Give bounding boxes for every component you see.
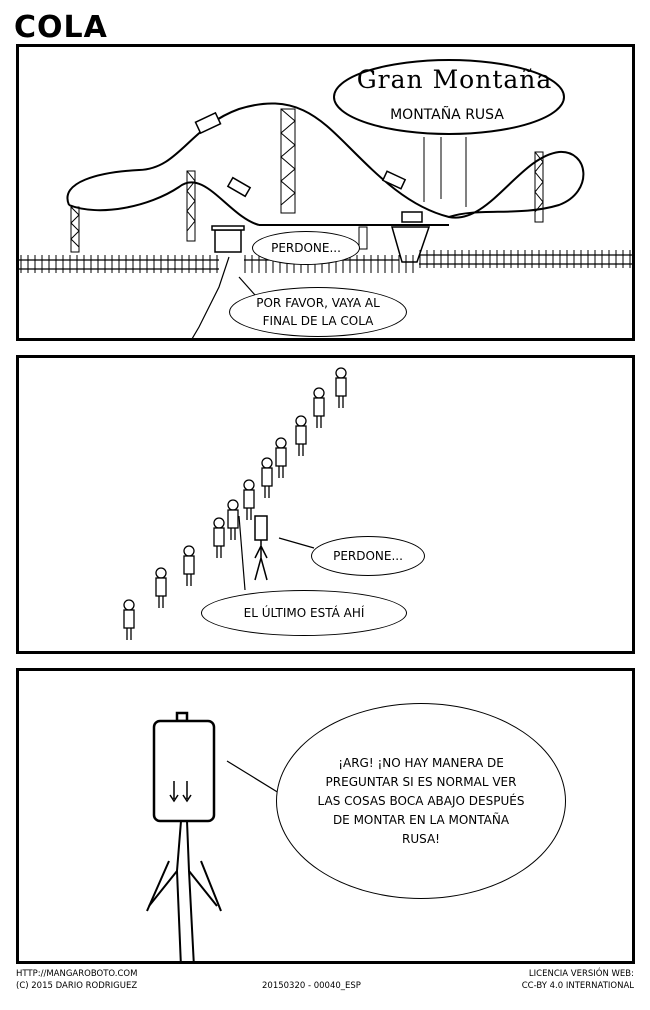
footer-license: CC-BY 4.0 INTERNATIONAL — [521, 981, 634, 991]
panel-1: Gran Montaña MONTAÑA RUSA PERDONE... POR… — [16, 44, 635, 341]
footer-left: HTTP://MANGAROBOTO.COM (C) 2015 DARIO RO… — [16, 968, 137, 992]
queue-person — [123, 599, 135, 640]
queue-person — [261, 457, 273, 498]
speech-bubble-go-to-end: POR FAVOR, VAYA AL FINAL DE LA COLA — [229, 287, 407, 337]
queue-person — [335, 367, 347, 408]
queue-person — [295, 415, 307, 456]
panel-1-drawing — [19, 59, 632, 338]
queue-person — [227, 499, 239, 540]
footer-license-label: LICENCIA VERSIÓN WEB: — [528, 969, 634, 979]
queue-person — [183, 545, 195, 586]
panel-3: ¡ARG! ¡NO HAY MANERA DE PREGUNTAR SI ES … — [16, 668, 635, 964]
queue-person — [243, 479, 255, 520]
queue-person — [213, 517, 225, 558]
speech-bubble-last-one-there: EL ÚLTIMO ESTÁ AHÍ — [201, 590, 407, 636]
queue-person — [313, 387, 325, 428]
speech-bubble-excuse-2: PERDONE... — [311, 536, 425, 576]
panel-3-drawing — [146, 711, 280, 961]
queue-person — [275, 437, 287, 478]
footer-right: LICENCIA VERSIÓN WEB: CC-BY 4.0 INTERNAT… — [522, 968, 634, 992]
coaster-sign-subtitle: MONTAÑA RUSA — [390, 107, 504, 123]
footer-copyright: (C) 2015 DARIO RODRIGUEZ — [16, 981, 138, 991]
speech-bubble-arg: ¡ARG! ¡NO HAY MANERA DE PREGUNTAR SI ES … — [276, 703, 566, 899]
panel-2: PERDONE... EL ÚLTIMO ESTÁ AHÍ — [16, 355, 635, 654]
footer-url[interactable]: HTTP://MANGAROBOTO.COM — [16, 969, 138, 979]
queue-person — [155, 567, 167, 608]
footer-code: 20150320 - 00040_ESP — [262, 981, 361, 991]
page-title: COLA — [14, 10, 108, 45]
coaster-sign-title: Gran Montaña — [356, 65, 553, 94]
speech-bubble-excuse-1: PERDONE... — [252, 231, 360, 265]
panel-2-drawing — [123, 367, 347, 640]
